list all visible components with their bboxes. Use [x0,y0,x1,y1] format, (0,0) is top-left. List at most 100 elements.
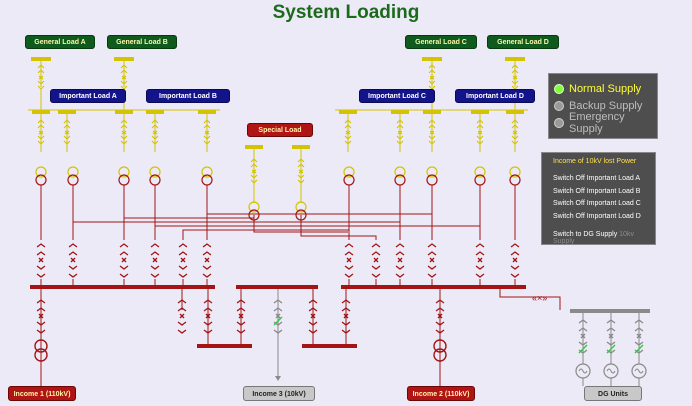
breaker-x-icon [636,333,642,339]
arrow-down-icon [275,376,281,381]
transformer-icon [34,339,48,362]
chevron-up-icon [341,307,351,312]
supply-option-label: Emergency Supply [569,110,625,135]
chevron-up-icon [634,319,644,324]
chevron-up-icon [371,243,381,248]
supply-option-emergency[interactable]: Emergency Supply [554,111,657,135]
transformer-winding-icon [426,166,438,178]
chevron-up-icon [120,124,128,129]
chevron-down-icon [119,273,129,278]
important-load-a-label[interactable]: Important Load A [50,89,126,103]
dg-units-label[interactable]: DG Units [584,386,642,401]
chevron-down-icon [177,329,187,334]
chevron-up-icon [475,251,485,256]
breaker-x-icon [343,313,349,319]
chevron-up-icon [371,251,381,256]
transformer-winding-icon [295,201,307,213]
switch-icon [427,243,437,278]
chevron-up-icon [120,64,128,69]
transformer-winding-icon [433,339,447,353]
chevron-down-icon [308,321,318,326]
chevron-up-icon [308,307,318,312]
important-load-d-label[interactable]: Important Load D [455,89,535,103]
chevron-down-icon [476,140,484,145]
transformer-winding-icon [509,174,521,186]
chevron-up-icon [634,327,644,332]
chevron-up-icon [510,251,520,256]
radio-selected-icon [554,83,564,94]
transformer-winding-icon [394,166,406,178]
chevron-up-icon [297,163,305,168]
important-load-b-label[interactable]: Important Load B [146,89,230,103]
breaker-x-icon [437,313,443,319]
chevron-up-icon [236,299,246,304]
transformer-winding-icon [118,174,130,186]
chevron-up-icon [37,124,45,129]
chevron-up-icon [308,299,318,304]
transformer-icon [394,166,406,186]
lv-busbar [292,145,310,149]
chevron-down-icon [151,140,159,145]
event-heading: Income of 10kV lost Power [553,158,637,165]
event-action-panel: Income of 10kV lost Power Switch Off Imp… [541,152,656,245]
chevron-down-icon [428,80,436,85]
transformer-icon [295,201,307,221]
breaker-x-icon [429,257,435,263]
lv-busbar [505,57,525,61]
transformer-winding-icon [474,166,486,178]
action-item[interactable]: Switch Off Important Load C [553,200,641,207]
chevron-down-icon [68,273,78,278]
supply-option-normal[interactable]: Normal Supply [554,80,657,97]
general-load-a-label[interactable]: General Load A [25,35,95,49]
low-voltage-switch-icon [151,119,159,145]
radio-unselected-icon [554,117,564,128]
general-load-d-label[interactable]: General Load D [487,35,559,49]
chevron-down-icon [475,265,485,270]
dg-action-status: 10kv Supply [553,231,634,245]
transformer-winding-icon [35,166,47,178]
chevron-up-icon [63,124,71,129]
transformer-winding-icon [67,174,79,186]
chevron-up-icon [606,319,616,324]
supply-option-label: Normal Supply [569,82,642,95]
chevron-up-icon [427,251,437,256]
low-voltage-switch-icon [396,119,404,145]
special-load-label[interactable]: Special Load [247,123,313,137]
breaker-x-icon [373,257,379,263]
transformer-icon [474,166,486,186]
low-voltage-switch-icon [511,64,519,90]
chevron-down-icon [37,80,45,85]
action-item[interactable]: Switch Off Important Load B [553,187,641,195]
breaker-x-icon [251,169,257,174]
action-item[interactable]: Switch Off Important Load A [553,175,641,182]
breaker-x-icon [512,130,518,135]
switch-icon [150,243,160,278]
dg-action[interactable]: Switch to DG Supply 10kv Supply [553,231,655,245]
general-load-c-label[interactable]: General Load C [405,35,477,49]
action-item[interactable]: Switch Off Important Load D [553,212,641,220]
dg-action-label: Switch to DG Supply [553,231,618,238]
chevron-up-icon [68,243,78,248]
chevron-down-icon [150,265,160,270]
breaker-glyph: «×» [532,293,547,303]
chevron-up-icon [250,158,258,163]
chevron-down-icon [36,273,46,278]
lv-busbar [391,110,409,114]
switch-icon [36,299,46,334]
income-1-label[interactable]: Income 1 (110kV) [8,386,76,401]
important-load-c-label[interactable]: Important Load C [359,89,435,103]
transformer-icon [201,166,213,186]
lv-busbar [422,57,442,61]
transformer-winding-icon [67,166,79,178]
chevron-down-icon [236,321,246,326]
income-2-label[interactable]: Income 2 (110kV) [407,386,475,401]
chevron-down-icon [510,273,520,278]
chevron-down-icon [344,265,354,270]
chevron-down-icon [68,265,78,270]
general-load-b-label[interactable]: General Load B [107,35,177,49]
breaker-x-icon [346,257,352,263]
income-3-label[interactable]: Income 3 (10kV) [243,386,315,401]
chevron-up-icon [511,69,519,74]
supply-option-backup[interactable]: Backup Supply [554,97,657,114]
chevron-down-icon [427,265,437,270]
